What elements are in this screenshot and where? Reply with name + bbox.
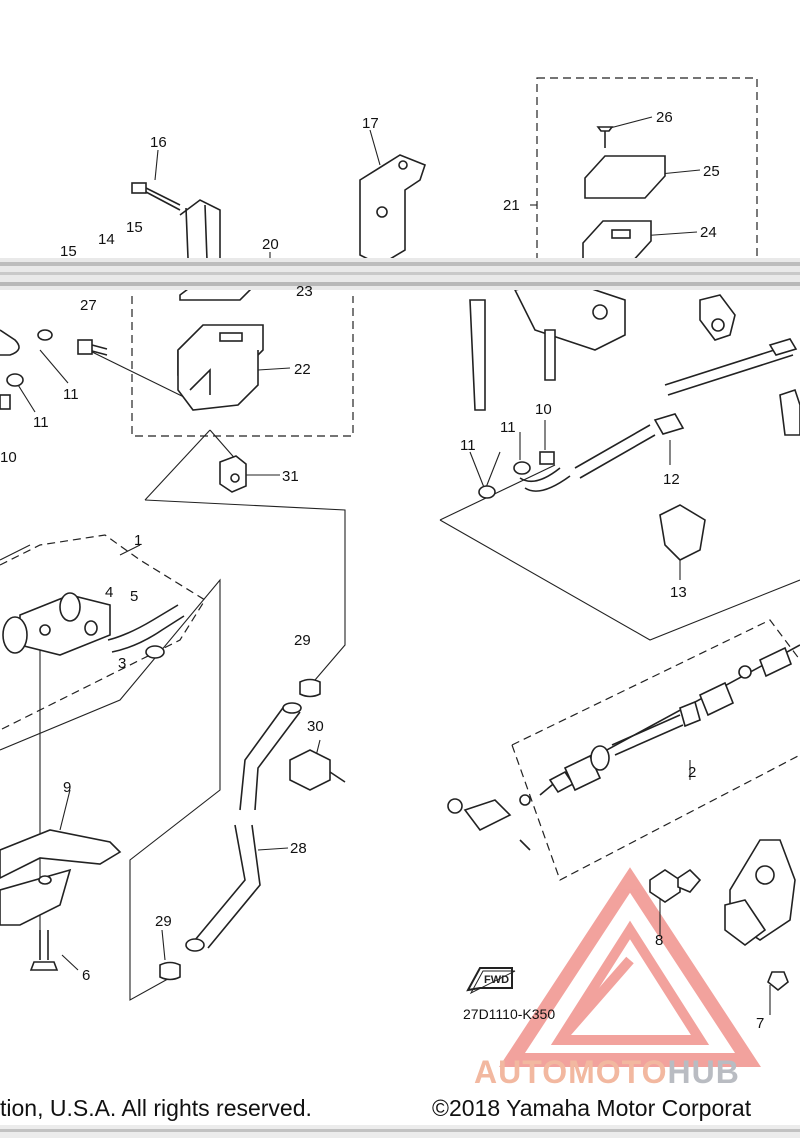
watermark-logo — [499, 867, 761, 1067]
copyright-right: ©2018 Yamaha Motor Corporat — [432, 1095, 752, 1121]
callout-11d: 11 — [500, 419, 516, 436]
callout-10a: 10 — [0, 449, 17, 466]
callout-21: 21 — [503, 197, 520, 214]
callout-25: 25 — [703, 163, 720, 180]
callout-31: 31 — [282, 468, 299, 485]
dashed-assembly-boxes — [0, 77, 800, 881]
callout-11b: 11 — [33, 414, 49, 431]
callout-30: 30 — [307, 718, 324, 735]
callout-29a: 29 — [294, 632, 311, 649]
callout-6: 6 — [82, 967, 90, 984]
fwd-label: FWD — [484, 974, 509, 986]
callout-1: 1 — [134, 532, 142, 549]
callout-11c: 11 — [460, 437, 476, 454]
callout-23: 23 — [296, 283, 313, 300]
callout-27: 27 — [80, 297, 97, 314]
callout-2: 2 — [688, 764, 696, 781]
scan-noise-band — [0, 258, 800, 1138]
watermark-text: AUTOMOTOHUB — [474, 1054, 740, 1091]
callout-20: 20 — [262, 236, 279, 253]
callout-15b: 15 — [60, 243, 77, 260]
callout-29b: 29 — [155, 913, 172, 930]
callout-5: 5 — [130, 588, 138, 605]
callout-28: 28 — [290, 840, 307, 857]
callout-16: 16 — [150, 134, 167, 151]
parts-sketches — [0, 126, 800, 992]
fwd-arrow-icon: FWD — [466, 967, 516, 995]
callout-17: 17 — [362, 115, 379, 132]
callout-14: 14 — [98, 231, 115, 248]
callout-10b: 10 — [535, 401, 552, 418]
callout-13: 13 — [670, 584, 687, 601]
callout-11a: 11 — [63, 386, 79, 403]
callout-labels: 1 2 3 4 5 6 7 8 9 10 10 11 11 11 11 12 1… — [0, 109, 764, 1032]
callout-4: 4 — [105, 584, 113, 601]
callout-3: 3 — [118, 655, 126, 672]
callout-15a: 15 — [126, 219, 143, 236]
callout-12: 12 — [663, 471, 680, 488]
callout-24: 24 — [700, 224, 717, 241]
watermark-text-a: AUTOMOTO — [474, 1054, 668, 1090]
callout-26: 26 — [656, 109, 673, 126]
callout-9: 9 — [63, 779, 71, 796]
callout-8: 8 — [655, 932, 663, 949]
copyright-left: tion, U.S.A. All rights reserved. — [0, 1095, 312, 1121]
diagram-code: 27D1110-K350 — [463, 1006, 556, 1022]
callout-7: 7 — [756, 1015, 764, 1032]
watermark-text-b: HUB — [667, 1054, 740, 1090]
callout-22: 22 — [294, 361, 311, 378]
